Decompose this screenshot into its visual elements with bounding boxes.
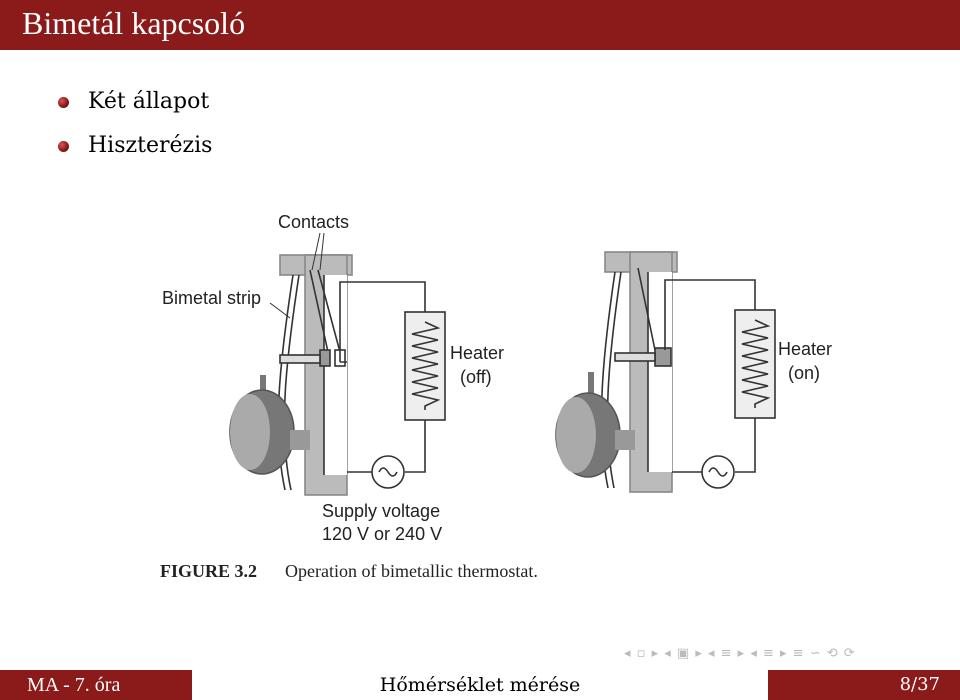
bullet-ball-icon — [58, 141, 69, 152]
footer-course: MA - 7. óra — [27, 674, 121, 696]
label-heater-right: Heater — [778, 339, 832, 359]
label-supply-range: 120 V or 240 V — [322, 524, 442, 544]
label-supply-voltage: Supply voltage — [322, 501, 440, 521]
footer-right: 8/37 — [768, 670, 960, 700]
title-bar: Bimetál kapcsoló — [0, 0, 960, 50]
thermostat-figure: Contacts Bimetal strip Heater (off) Heat… — [160, 212, 832, 581]
beamer-navigation[interactable]: ◂ ▫ ▸ ◂ ▣ ▸ ◂ ≡ ▸ ◂ ≡ ▸ ≡ ∽ ⟲ ⟳ — [624, 646, 856, 661]
label-heater-off: (off) — [460, 367, 492, 387]
bullet-text: Hiszterézis — [88, 133, 213, 158]
thermostat-diagram-on — [555, 251, 776, 493]
bullet-item: Hiszterézis — [58, 130, 212, 174]
footer-bar: MA - 7. óra Hőmérséklet mérése 8/37 — [0, 670, 960, 700]
label-bimetal-strip: Bimetal strip — [162, 288, 261, 308]
label-heater-on: (on) — [788, 363, 820, 383]
caption-text: Operation of bimetallic thermostat. — [285, 561, 538, 581]
slide-title: Bimetál kapcsoló — [22, 5, 246, 41]
footer-page-number: 8/37 — [899, 674, 940, 695]
label-heater-left: Heater — [450, 343, 504, 363]
bullet-ball-icon — [58, 97, 69, 108]
label-contacts: Contacts — [278, 212, 349, 232]
footer-topic: Hőmérséklet mérése — [379, 674, 581, 696]
bullet-text: Két állapot — [88, 89, 210, 114]
bullet-list: Két állapot Hiszterézis — [58, 86, 212, 174]
bullet-item: Két állapot — [58, 86, 212, 130]
footer-center: Hőmérséklet mérése — [192, 670, 768, 700]
caption-number: FIGURE 3.2 — [160, 561, 257, 581]
footer-left: MA - 7. óra — [0, 670, 192, 700]
navigation-symbols[interactable]: ◂ ▫ ▸ ◂ ▣ ▸ ◂ ≡ ▸ ◂ ≡ ▸ ≡ ∽ ⟲ ⟳ — [624, 646, 856, 661]
thermostat-diagram-off — [229, 254, 446, 496]
